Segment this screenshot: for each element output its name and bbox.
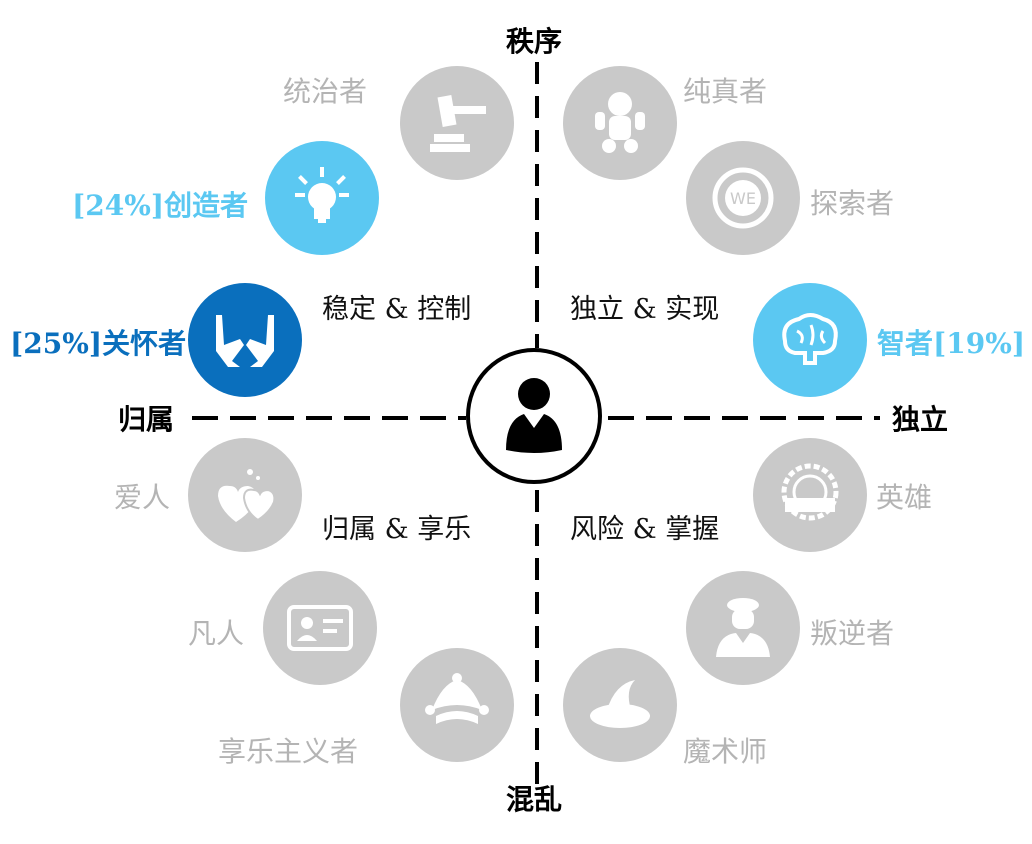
quadrant-risk-mastery: 风险 & 掌握	[570, 514, 720, 545]
archetype-everyman[interactable]	[263, 571, 377, 685]
archetype-magician[interactable]	[563, 648, 677, 762]
jester-hat-icon	[425, 673, 489, 724]
center-circle	[466, 348, 602, 484]
svg-text:WE: WE	[730, 189, 756, 208]
wizard-hat-icon	[590, 680, 650, 728]
gavel-icon	[430, 95, 486, 152]
label-hero: 英雄	[876, 481, 933, 514]
label-caregiver: [25%]关怀者	[10, 327, 187, 360]
hands-icon	[216, 315, 274, 367]
rebel-icon	[716, 598, 770, 657]
archetype-explorer[interactable]: WE	[686, 141, 800, 255]
archetype-sage[interactable]	[753, 283, 867, 397]
label-everyman: 凡人	[188, 617, 245, 650]
hearts-icon	[218, 469, 276, 522]
label-ruler: 统治者	[283, 75, 368, 108]
archetype-caregiver[interactable]	[188, 283, 302, 397]
archetype-creator[interactable]	[265, 141, 379, 255]
compass-icon: WE	[712, 167, 774, 229]
label-sage: 智者[19%]	[877, 327, 1026, 360]
archetype-jester[interactable]	[400, 648, 514, 762]
archetype-innocent[interactable]	[563, 66, 677, 180]
quadrant-independence-fulfillment: 独立 & 实现	[570, 294, 720, 325]
label-rebel: 叛逆者	[810, 617, 895, 650]
badge-icon	[781, 463, 839, 521]
user-icon	[506, 378, 562, 453]
axis-label-independence: 独立	[892, 403, 949, 436]
brain-icon	[782, 313, 838, 365]
label-explorer: 探索者	[810, 187, 895, 220]
archetype-rebel[interactable]	[686, 571, 800, 685]
quadrant-stability-control: 稳定 & 控制	[322, 294, 472, 325]
label-magician: 魔术师	[683, 735, 768, 768]
id-card-icon	[287, 605, 353, 651]
label-lover: 爱人	[114, 481, 171, 514]
label-hedonist: 享乐主义者	[218, 735, 359, 768]
archetype-hero[interactable]	[753, 438, 867, 552]
archetype-lover[interactable]	[188, 438, 302, 552]
archetype-ruler[interactable]	[400, 66, 514, 180]
baby-icon	[595, 92, 645, 153]
label-innocent: 纯真者	[683, 75, 768, 108]
axis-label-chaos: 混乱	[506, 783, 563, 816]
label-creator: [24%]创造者	[72, 189, 249, 222]
quadrant-belonging-enjoyment: 归属 & 享乐	[322, 514, 472, 545]
axis-label-belonging: 归属	[118, 403, 175, 436]
axis-label-order: 秩序	[506, 25, 563, 58]
lightbulb-icon	[295, 167, 349, 223]
